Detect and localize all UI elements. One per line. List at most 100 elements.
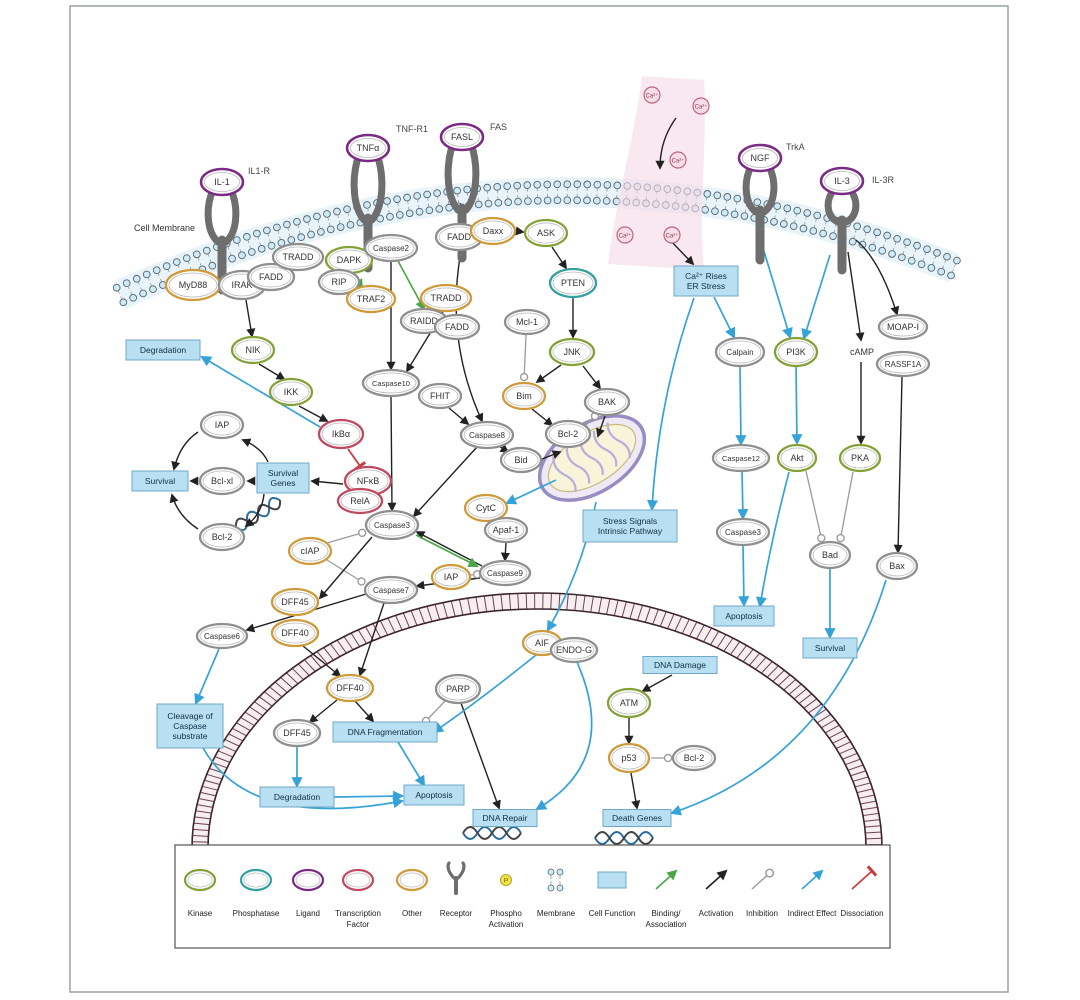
function-apoptosis1[interactable]: Apoptosis [403,784,465,806]
node-fhit[interactable]: FHIT [417,382,463,410]
function-apoptosis2[interactable]: Apoptosis [713,605,775,627]
node-ask[interactable]: ASK [523,218,569,248]
node-caspase8[interactable]: Caspase8 [459,420,515,450]
node-tradd1[interactable]: TRADD [271,242,325,272]
function-degradation2[interactable]: Degradation [259,786,335,808]
node-atm[interactable]: ATM [606,687,652,719]
svg-text:TNFα: TNFα [357,143,380,153]
svg-text:DFF45: DFF45 [283,728,311,738]
svg-text:FASL: FASL [451,132,473,142]
node-myd88[interactable]: MyD88 [164,268,222,302]
node-caspase7[interactable]: Caspase7 [363,575,419,605]
node-dff40b[interactable]: DFF40 [325,673,375,703]
function-dnafrag[interactable]: DNA Fragmentation [332,721,438,743]
svg-text:Survival: Survival [145,476,175,486]
edge-casp3r-apoptosis [738,545,750,608]
svg-text:Apoptosis: Apoptosis [725,611,762,621]
node-daxx[interactable]: Daxx [469,216,517,246]
svg-text:DFF40: DFF40 [336,683,364,693]
node-dff45a[interactable]: DFF45 [270,587,320,617]
node-fadd1[interactable]: FADD [246,262,296,292]
node-traf2[interactable]: TRAF2 [345,284,397,314]
node-nik[interactable]: NIK [230,335,276,365]
node-ikk[interactable]: IKK [268,377,314,407]
node-bad[interactable]: Bad [808,540,852,570]
edge-casp10-casp3 [387,395,397,512]
node-bax[interactable]: Bax [875,551,919,581]
svg-text:ENDO-G: ENDO-G [556,645,592,655]
ligand-il1r[interactable]: IL-1 [199,167,245,197]
svg-text:Activation: Activation [489,920,524,929]
function-dnadamage[interactable]: DNA Damage [642,656,718,674]
function-dnarepair[interactable]: DNA Repair [472,809,538,827]
node-bid[interactable]: Bid [499,446,543,474]
node-bcl2l[interactable]: Bcl-2 [198,522,246,552]
node-caspase6[interactable]: Caspase6 [195,622,249,650]
node-calpain[interactable]: Calpain [714,336,766,368]
edge-bid-mito [541,450,562,460]
ligand-fas[interactable]: FASL [439,122,485,152]
node-jnk[interactable]: JNK [548,337,596,367]
node-cytc[interactable]: CytC [463,493,509,523]
node-dff40a[interactable]: DFF40 [270,618,320,648]
node-parp[interactable]: PARP [434,673,482,705]
node-caspase10[interactable]: Caspase10 [361,368,421,398]
node-endog[interactable]: ENDO-G [549,636,599,664]
node-pi3k[interactable]: PI3K [773,336,819,368]
node-ikba[interactable]: IkBα [317,418,365,450]
ligand-trka[interactable]: NGF [737,143,783,173]
node-dff45b[interactable]: DFF45 [272,718,322,748]
node-caspase2[interactable]: Caspase2 [363,233,419,263]
node-caspase3[interactable]: Caspase3 [364,509,420,541]
legend-item-ligand: Ligand [291,868,325,918]
node-moap[interactable]: MOAP-I [877,313,929,341]
node-iap2[interactable]: IAP [430,563,472,591]
edge-jnk-bak [582,365,602,390]
function-deathgenes[interactable]: Death Genes [602,809,672,827]
ligand-il3r[interactable]: IL-3 [819,166,865,196]
svg-text:FADD: FADD [447,232,472,242]
function-survival1[interactable]: Survival [131,470,189,492]
node-akt[interactable]: Akt [776,443,818,473]
node-caspase9[interactable]: Caspase9 [478,559,532,587]
node-caspase12[interactable]: Caspase12 [711,443,771,473]
node-caspase3r[interactable]: Caspase3 [715,517,771,547]
edge-bax-curve [669,579,887,816]
edge-ciap-casp3 [326,528,367,544]
node-bcl2m[interactable]: Bcl-2 [544,419,592,449]
node-bcl2r[interactable]: Bcl-2 [671,744,717,772]
node-mcl1[interactable]: Mcl-1 [503,308,551,336]
function-degradation1[interactable]: Degradation [125,339,201,361]
ligand-tnfr1[interactable]: TNFα [345,133,391,163]
node-rassf1a[interactable]: RASSF1A [875,350,931,378]
node-bak[interactable]: BAK [583,387,631,417]
function-survival2[interactable]: Survival [802,637,858,659]
node-p53[interactable]: p53 [607,742,651,774]
node-dapk[interactable]: DAPK [324,245,374,275]
node-rip[interactable]: RIP [317,268,361,296]
node-fadd3[interactable]: FADD [433,313,481,341]
node-rela[interactable]: RelA [336,487,384,515]
node-iap1[interactable]: IAP [199,410,245,440]
svg-text:Caspase7: Caspase7 [373,586,410,595]
node-bim[interactable]: Bim [501,381,547,411]
edge-dff-dff40b [302,645,342,678]
node-pten[interactable]: PTEN [548,267,598,299]
edge-degradation2-apoptosis [333,790,405,802]
node-ciap[interactable]: cIAP [287,536,333,566]
node-bclxl[interactable]: Bcl-xl [198,466,246,496]
edge-dnadamage-atm [641,674,673,692]
svg-text:Ca²⁺: Ca²⁺ [666,233,679,240]
node-pka[interactable]: PKA [838,443,882,473]
node-tradd2[interactable]: TRADD [419,283,473,313]
node-apaf1[interactable]: Apaf-1 [483,516,529,544]
svg-text:RIP: RIP [331,277,346,287]
